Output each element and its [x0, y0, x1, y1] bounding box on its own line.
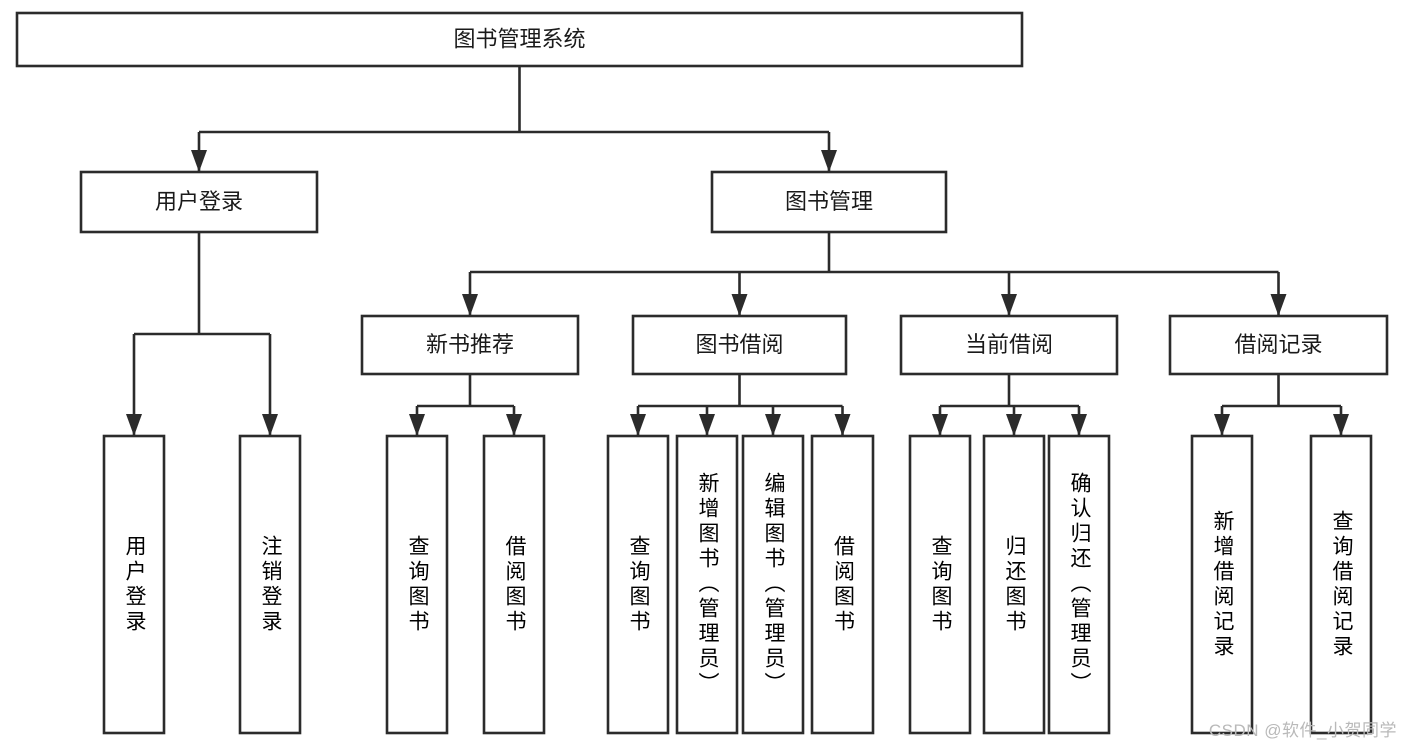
node-box [15, 11, 1024, 68]
edges-layer [126, 66, 1349, 436]
arrow-head-icon [1333, 414, 1349, 436]
node-leaf_12[interactable]: 查询借阅记录 [1309, 434, 1373, 735]
nodes-layer: 图书管理系统用户登录图书管理新书推荐图书借阅当前借阅借阅记录用户登录注销登录查询… [15, 11, 1389, 735]
node-label-wrapper: 查询借阅记录 [1330, 509, 1353, 660]
node-root[interactable]: 图书管理系统 [15, 11, 1024, 68]
node-label: 编辑图书（管理员） [762, 472, 785, 697]
node-box [238, 434, 302, 735]
node-box [1190, 434, 1254, 735]
node-l2_2[interactable]: 当前借阅 [899, 314, 1119, 376]
node-label-wrapper: 编辑图书（管理员） [762, 472, 785, 697]
node-box [631, 314, 848, 376]
arrow-head-icon [932, 414, 948, 436]
node-l2_3[interactable]: 借阅记录 [1168, 314, 1389, 376]
node-label: 图书管理 [785, 189, 873, 214]
node-label: 用户登录 [123, 534, 146, 635]
node-label: 新增借阅记录 [1211, 509, 1234, 660]
node-leaf_2[interactable]: 查询图书 [385, 434, 449, 735]
node-box [675, 434, 739, 735]
arrow-head-icon [191, 150, 207, 172]
node-leaf_8[interactable]: 查询图书 [908, 434, 972, 735]
node-label-wrapper: 新增借阅记录 [1211, 509, 1234, 660]
node-label: 图书借阅 [695, 332, 783, 357]
node-label: 借阅图书 [831, 534, 855, 635]
node-label: 借阅图书 [503, 534, 526, 635]
arrow-head-icon [1270, 294, 1287, 316]
arrow-head-icon [262, 414, 278, 436]
node-l1_0[interactable]: 用户登录 [79, 170, 319, 234]
node-label: 确认归还（管理员） [1068, 472, 1091, 697]
node-label-wrapper: 查询图书 [406, 534, 429, 635]
node-label: 新增图书（管理员） [696, 472, 719, 697]
arrow-head-icon [765, 414, 781, 436]
arrow-head-icon [1071, 414, 1087, 436]
node-label: 图书管理系统 [453, 26, 585, 51]
node-label: 用户登录 [155, 189, 243, 214]
node-box [810, 434, 875, 735]
node-leaf_0[interactable]: 用户登录 [102, 434, 166, 735]
arrow-head-icon [1006, 414, 1022, 436]
node-label-wrapper: 借阅图书 [831, 534, 855, 635]
node-label-wrapper: 注销登录 [259, 534, 282, 635]
node-box [385, 434, 449, 735]
arrow-head-icon [731, 294, 748, 316]
arrow-head-icon [126, 414, 142, 436]
node-leaf_6[interactable]: 编辑图书（管理员） [741, 434, 805, 735]
node-leaf_7[interactable]: 借阅图书 [810, 434, 875, 735]
node-box [908, 434, 972, 735]
node-box [1309, 434, 1373, 735]
node-box [1168, 314, 1389, 376]
node-box [982, 434, 1046, 735]
arrow-head-icon [1214, 414, 1230, 436]
node-box [606, 434, 670, 735]
arrow-head-icon [821, 150, 837, 172]
node-leaf_1[interactable]: 注销登录 [238, 434, 302, 735]
node-box [360, 314, 580, 376]
arrow-head-icon [1001, 294, 1017, 316]
node-label: 查询图书 [627, 534, 650, 635]
node-l2_0[interactable]: 新书推荐 [360, 314, 580, 376]
node-box [482, 434, 546, 735]
node-label-wrapper: 借阅图书 [503, 534, 526, 635]
node-box [710, 170, 948, 234]
node-leaf_9[interactable]: 归还图书 [982, 434, 1046, 735]
node-label: 借阅记录 [1234, 332, 1322, 357]
node-l2_1[interactable]: 图书借阅 [631, 314, 848, 376]
node-label: 当前借阅 [965, 332, 1053, 357]
node-leaf_4[interactable]: 查询图书 [606, 434, 670, 735]
node-label-wrapper: 查询图书 [929, 534, 952, 635]
node-label-wrapper: 归还图书 [1003, 534, 1026, 635]
node-label-wrapper: 确认归还（管理员） [1068, 472, 1091, 697]
node-leaf_10[interactable]: 确认归还（管理员） [1047, 434, 1111, 735]
node-box [102, 434, 166, 735]
node-label-wrapper: 查询图书 [627, 534, 650, 635]
node-label: 查询图书 [929, 534, 952, 635]
node-label: 注销登录 [259, 534, 282, 635]
node-leaf_3[interactable]: 借阅图书 [482, 434, 546, 735]
node-l1_1[interactable]: 图书管理 [710, 170, 948, 234]
watermark-text: CSDN @软件_小贺同学 [1208, 721, 1397, 740]
node-label: 查询图书 [406, 534, 429, 635]
arrow-head-icon [409, 414, 425, 436]
node-label: 归还图书 [1003, 534, 1026, 635]
arrow-head-icon [834, 414, 851, 436]
node-label-wrapper: 用户登录 [123, 534, 146, 635]
arrow-head-icon [506, 414, 522, 436]
node-label: 查询借阅记录 [1330, 509, 1353, 660]
arrow-head-icon [462, 294, 478, 316]
node-box [79, 170, 319, 234]
node-box [741, 434, 805, 735]
node-leaf_5[interactable]: 新增图书（管理员） [675, 434, 739, 735]
node-box [1047, 434, 1111, 735]
node-box [899, 314, 1119, 376]
arrow-head-icon [630, 414, 646, 436]
node-label: 新书推荐 [426, 332, 514, 357]
node-leaf_11[interactable]: 新增借阅记录 [1190, 434, 1254, 735]
node-label-wrapper: 新增图书（管理员） [696, 472, 719, 697]
arrow-head-icon [699, 414, 715, 436]
